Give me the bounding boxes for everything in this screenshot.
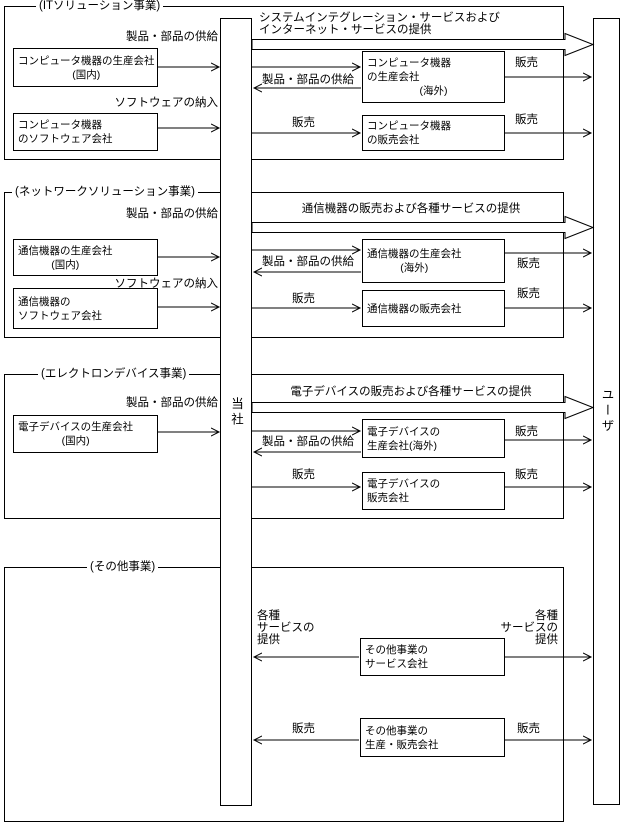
section-title: (エレクトロンデバイス事業) [38,368,190,381]
box-label: その他事業の 生産・販売会社 [365,724,439,751]
label-software-delivery: ソフトウェアの納入 [114,97,219,109]
label-sale: 販売 [292,117,315,129]
section-title: (ネットワークソリューション事業) [12,186,198,199]
section-network-arrows [158,215,595,309]
label-sale: 販売 [517,258,540,270]
label-supply: 製品・部品の供給 [262,74,354,86]
box-label: コンピュータ機器 の販売会社 [367,120,451,146]
section-it-arrows [158,32,595,134]
section-device-arrows [158,395,595,488]
company-column-label: 当社 [229,396,243,428]
label-network-service-heading: 通信機器の販売および各種サービスの提供 [301,203,521,215]
box-telecom-sales-company: 通信機器の販売会社 [362,290,505,327]
box-label: 電子デバイスの生産会社 (国内) [18,421,134,447]
box-label: 通信機器の ソフトウェア会社 [18,295,102,322]
section-other-business: (その他事業) [4,561,564,822]
big-arrow-device-services [251,395,595,420]
label-sale: 販売 [292,469,315,481]
box-telecom-maker-overseas: 通信機器の生産会社 (海外) [362,239,505,283]
user-column-label: ユーザ [599,388,614,435]
big-arrow-network-services [251,215,595,240]
box-label: 電子デバイスの 販売会社 [367,478,441,504]
box-label: 電子デバイスの 生産会社(海外) [367,425,441,452]
box-label: その他事業の サービス会社 [365,644,428,670]
label-supply: 製品・部品の供給 [126,397,218,409]
box-telecom-maker-domestic: 通信機器の生産会社 (国内) [13,239,158,276]
box-label: コンピュータ機器 の生産会社 (海外) [367,57,451,97]
box-computer-sales-company: コンピュータ機器 の販売会社 [362,115,505,151]
label-device-service-heading: 電子デバイスの販売および各種サービスの提供 [290,386,532,398]
label-sale: 販売 [515,114,538,126]
label-software-delivery: ソフトウェアの納入 [114,278,219,290]
label-sale: 販売 [292,293,315,305]
section-title: (ITソリューション事業) [36,0,164,13]
label-sale: 販売 [517,723,540,735]
label-sale: 販売 [515,57,538,69]
box-telecom-software-company: 通信機器の ソフトウェア会社 [13,288,158,329]
section-other-arrows [254,657,591,740]
box-device-sales-company: 電子デバイスの 販売会社 [362,472,505,510]
label-various-services: 各種 サービスの 提供 [500,610,559,646]
label-various-services: 各種 サービスの 提供 [257,610,315,646]
box-label: 通信機器の生産会社 (海外) [367,248,462,274]
label-supply: 製品・部品の供給 [126,208,218,220]
label-sale: 販売 [515,469,538,481]
box-other-production-sales-company: その他事業の 生産・販売会社 [360,718,505,757]
box-other-service-company: その他事業の サービス会社 [360,638,505,676]
box-label: 通信機器の販売会社 [367,302,462,315]
user-column: ユーザ [593,18,620,805]
label-sale: 販売 [292,723,315,735]
box-label: コンピュータ機器 のソフトウェア会社 [18,119,113,145]
box-label: コンピュータ機器の生産会社 (国内) [18,54,155,81]
label-supply: 製品・部品の供給 [262,436,354,448]
label-sale: 販売 [515,426,538,438]
box-computer-maker-overseas: コンピュータ機器 の生産会社 (海外) [362,51,505,103]
box-label: 通信機器の生産会社 (国内) [18,244,113,271]
label-it-service-heading: システムインテグレーション・サービスおよび インターネット・サービスの提供 [259,12,500,36]
box-device-maker-domestic: 電子デバイスの生産会社 (国内) [13,415,158,453]
section-title: (その他事業) [87,561,159,574]
label-supply: 製品・部品の供給 [262,256,354,268]
big-arrow-it-services [251,32,595,57]
company-column: 当社 [220,18,252,806]
box-computer-software-company: コンピュータ機器 のソフトウェア会社 [13,113,158,151]
label-supply: 製品・部品の供給 [126,31,218,43]
label-sale: 販売 [517,288,540,300]
box-device-maker-overseas: 電子デバイスの 生産会社(海外) [362,419,505,458]
box-computer-maker-domestic: コンピュータ機器の生産会社 (国内) [13,48,158,87]
